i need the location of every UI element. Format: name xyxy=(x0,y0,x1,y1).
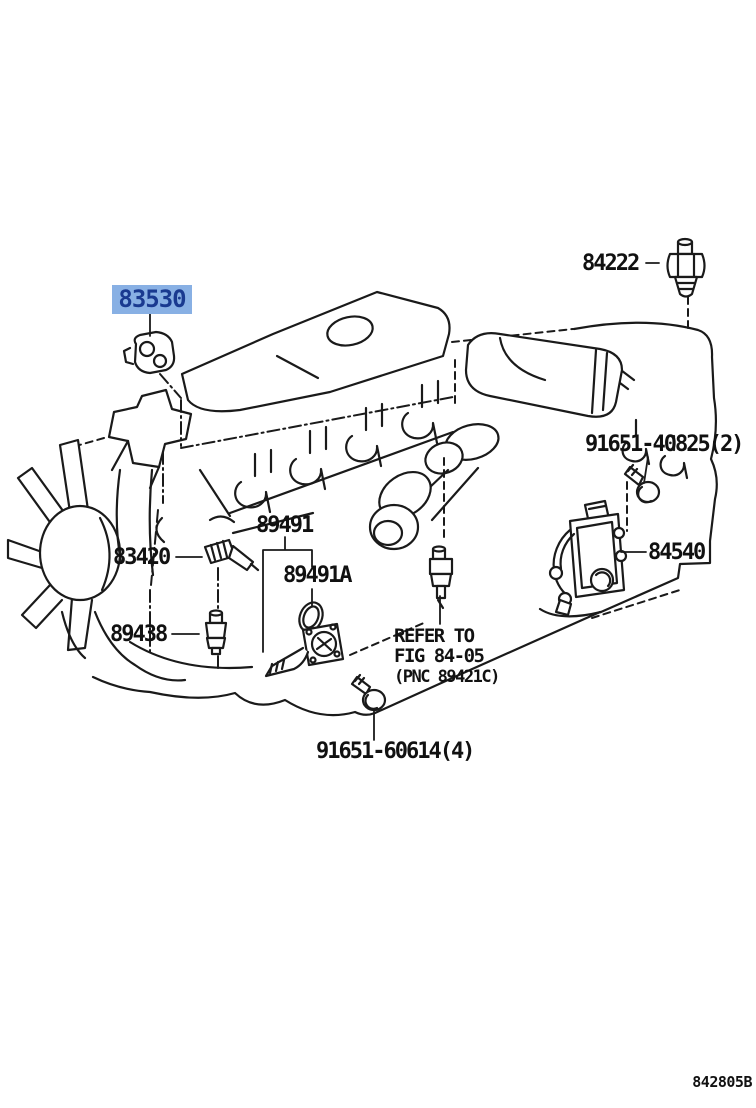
leader-lines xyxy=(150,263,659,740)
refer-to-line2: FIG 84-05 xyxy=(394,645,485,667)
speed-sensor-89491-drawing xyxy=(266,624,343,676)
part-label-84222[interactable]: 84222 xyxy=(582,251,640,276)
turbo-downpipe xyxy=(370,419,502,549)
part-label-91651-60614[interactable]: 91651-60614(4) xyxy=(316,739,475,764)
bolt-91651-60614-drawing xyxy=(352,675,385,710)
part-label-89438[interactable]: 89438 xyxy=(110,622,168,647)
part-label-89491[interactable]: 89491 xyxy=(256,513,314,538)
refer-to-line1: REFER TO xyxy=(394,625,475,647)
intake-shield xyxy=(466,333,622,417)
part-label-84540[interactable]: 84540 xyxy=(648,540,706,565)
part-label-91651-40825[interactable]: 91651-40825(2) xyxy=(585,432,744,457)
sensor-89438-drawing xyxy=(206,611,226,655)
sensor-83420-drawing xyxy=(205,540,258,570)
figure-code: 842805B xyxy=(692,1073,752,1091)
part-label-89491a[interactable]: 89491A xyxy=(283,563,352,588)
switch-84540-drawing xyxy=(550,501,626,615)
part-label-83420[interactable]: 83420 xyxy=(113,545,171,570)
bolt-91651-40825-drawing xyxy=(625,465,659,502)
refer-to-line3: (PNC 89421C) xyxy=(394,667,500,687)
sensor-83530-drawing xyxy=(124,332,174,373)
cooling-fan xyxy=(8,440,120,650)
part-label-83530[interactable]: 83530 xyxy=(112,285,192,314)
refer-to-note: REFER TO FIG 84-05 (PNC 89421C) xyxy=(394,625,500,687)
sensor-84222-drawing xyxy=(668,239,705,297)
oring-89491a-drawing xyxy=(295,599,327,635)
valve-cover xyxy=(182,292,450,411)
sensor-refer-drawing xyxy=(430,547,452,609)
